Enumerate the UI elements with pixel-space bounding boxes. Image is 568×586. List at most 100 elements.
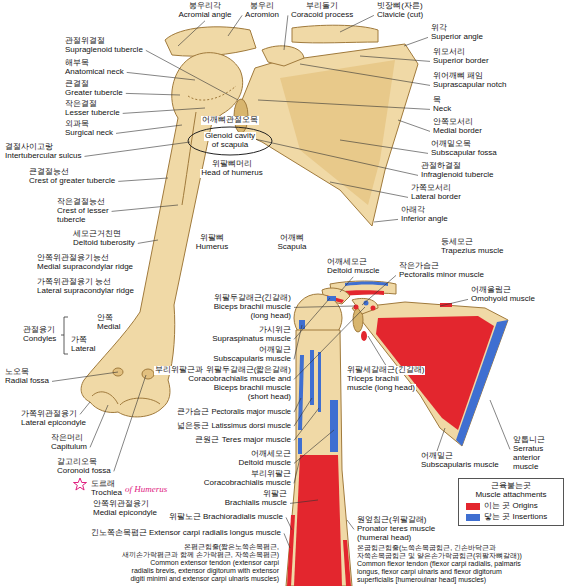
part-label: 봉우리 [249, 2, 275, 11]
part-label: Subscapularis muscle [212, 355, 292, 364]
part-label: 아래각 [400, 206, 426, 215]
capitulum-line [92, 392, 118, 404]
part-label: radialis brevis, extensor digitorum with… [131, 567, 280, 575]
leader-line [340, 140, 428, 153]
clavicle [292, 25, 378, 43]
part-label: longus, flexor carpi ulnaris and flexor … [356, 568, 503, 576]
part-label: Medial [96, 323, 122, 332]
part-label: Supraglenoid tubercle [64, 46, 144, 55]
part-label: Lateral [70, 345, 96, 354]
origin-dot [354, 305, 359, 310]
part-label: 긴노쪽손목폄근 Extensor carpi radialis longus m… [90, 529, 282, 538]
leader-line [368, 336, 386, 365]
leader-line [284, 15, 288, 50]
leader-line [294, 398, 301, 412]
legend-text: 닿는 곳 Insertions [483, 513, 548, 522]
part-label: 갈고리오목 [56, 458, 98, 467]
part-label: digiti minimi and extensor carpi ulnaris… [129, 575, 280, 583]
part-label: Biceps brachii muscle [213, 303, 292, 312]
leader-line [138, 240, 158, 243]
part-label: Supraspinatus muscle [211, 335, 292, 344]
part-label: Surgical neck [64, 129, 114, 138]
part-label: 근육붙는곳 [490, 482, 532, 491]
leader-line [360, 56, 430, 61]
part-label: 관절하결절 [420, 162, 462, 171]
leader-line [178, 21, 205, 46]
part-label: Lesser tubercle [64, 109, 121, 118]
part-label: Greater tubercle [64, 89, 124, 98]
leader-line [398, 120, 430, 131]
part-label: 어깨밑근 [420, 452, 454, 461]
leader-line [114, 375, 146, 471]
condyle-bracket [61, 317, 68, 354]
part-label: Subscapular fossa [430, 149, 498, 158]
top-figure [81, 25, 418, 417]
part-label: (short head) [247, 393, 292, 402]
part-label: Superior border [432, 57, 490, 66]
part-label: 위팔노근 Brachioradialis muscle [168, 513, 284, 522]
part-label: Pectoralis minor muscle [398, 271, 485, 280]
leader-line [294, 398, 312, 426]
part-label: 큰결절능선 [28, 168, 70, 177]
part-label: 가쪽모서리 [410, 184, 452, 193]
part-label: 부리위팔근 [250, 470, 292, 479]
part-label: Coracobrachialis muscle [203, 479, 292, 488]
part-label: 큰가슴근 Pectoralis major muscle [176, 408, 292, 416]
part-label: 위팔뼈머리 [211, 160, 253, 169]
part-label: 앞톱니근 [512, 436, 546, 445]
insertion-strip [456, 320, 508, 446]
leader-line [112, 205, 178, 211]
coronoid-fossa [142, 369, 154, 379]
part-label: tubercle [56, 216, 86, 225]
leader-line [84, 142, 190, 156]
coracoid [352, 298, 378, 314]
part-label: 안쪽위관절융기능선 [36, 254, 110, 263]
legend-text: 이는 곳 Origins [483, 502, 539, 511]
part-label: Humerus [195, 243, 229, 252]
part-label: Muscle attachments [474, 491, 547, 500]
leader-line [362, 275, 396, 305]
insertion-strip [318, 352, 321, 412]
part-label: Suprascapular notch [432, 81, 507, 90]
part-label: 봉우리각 [188, 2, 222, 11]
insertion-strip [330, 400, 338, 452]
part-label: Deltoid tuberosity [72, 239, 136, 248]
part-label: 작은결절 [64, 100, 98, 109]
leader-line [347, 520, 354, 529]
leader-line [330, 182, 408, 197]
part-label: 가시위근 [258, 326, 292, 335]
part-label: of scapula [211, 141, 249, 150]
part-label: Infraglenoid tubercle [420, 171, 495, 180]
leader-line [80, 402, 90, 414]
part-label: Brachialis muscle [224, 499, 288, 508]
part-label: Trochlea [90, 489, 123, 498]
part-label: 외과목 [64, 120, 90, 129]
leader-line [294, 408, 319, 440]
part-label: 큰결절 [64, 80, 90, 89]
leader-line [290, 500, 318, 503]
leader-line [284, 533, 290, 548]
part-label: Inferior angle [400, 215, 449, 224]
part-label: Medial border [432, 127, 483, 136]
part-label: Common extensor tendon (extensor carpi [149, 559, 280, 567]
leader-line [374, 219, 398, 222]
part-label: Intertubercular sulcus [4, 152, 82, 161]
groove-line [182, 112, 196, 205]
part-label: Triceps brachii [346, 375, 400, 384]
part-label: 노오목 [4, 368, 30, 377]
part-label: Crest of greater tubercle [28, 177, 116, 186]
humerus [286, 330, 352, 586]
part-label: Coronoid fossa [56, 467, 112, 476]
part-label: (humeral head) [356, 534, 412, 543]
leader-line [250, 138, 418, 175]
circle-mark [188, 127, 272, 155]
part-label: Head of humerus [200, 169, 263, 178]
part-label: 작은머리 [50, 434, 84, 443]
part-label: 부리위팔근과 위팔두갈래근(짧은갈래) [154, 366, 292, 375]
part-label: 빗장뼈(자른) [376, 2, 423, 11]
part-label: 해부목 [64, 59, 90, 68]
insertion-strip [345, 282, 388, 287]
part-label: 목 [432, 96, 442, 105]
insertion-strip [310, 350, 314, 405]
